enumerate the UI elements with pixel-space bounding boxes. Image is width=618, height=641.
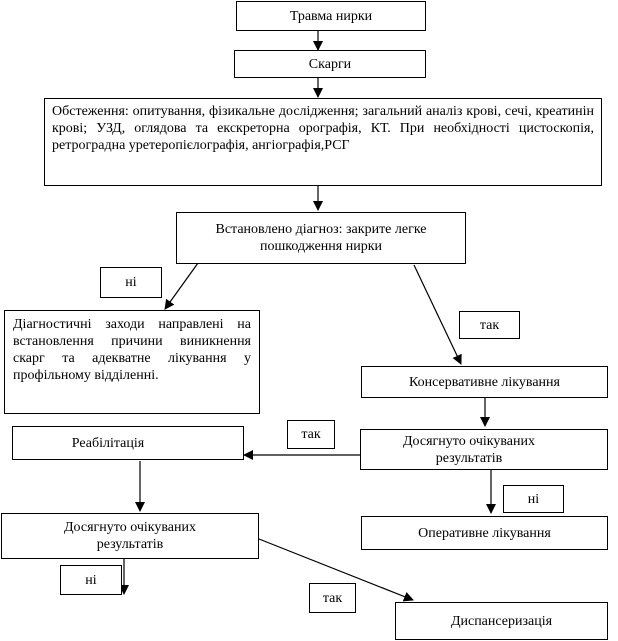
label-no-operative: ні bbox=[503, 485, 564, 513]
node-diag-measures: Діагностичні заходи направлені на встано… bbox=[4, 310, 260, 414]
node-conservative-text: Консервативне лікування bbox=[409, 374, 560, 390]
label-yes-conservative: так bbox=[459, 311, 520, 339]
node-trauma: Травма нирки bbox=[236, 1, 426, 31]
label-no-measures: ні bbox=[100, 267, 162, 298]
node-achieved-2: Досягнуто очікуваних результатів bbox=[1, 513, 259, 559]
node-achieved-1: Досягнуто очікуваних результатів bbox=[360, 429, 608, 470]
node-diagnosis-text: Встановлено діагноз: закрите легке пошко… bbox=[215, 222, 427, 254]
node-diagnosis: Встановлено діагноз: закрите легке пошко… bbox=[176, 212, 466, 264]
label-yes-dispensary: так bbox=[309, 583, 356, 613]
node-operative: Оперативне лікування bbox=[361, 516, 608, 550]
label-yes-rehab: так bbox=[287, 420, 335, 449]
node-complaints-text: Скарги bbox=[308, 56, 352, 72]
arrow-diagnosis-to-conservative bbox=[413, 264, 462, 365]
node-rehab-text: Реабілітація bbox=[71, 435, 145, 451]
node-diag-measures-text: Діагностичні заходи направлені на встано… bbox=[13, 317, 251, 383]
node-trauma-text: Травма нирки bbox=[289, 8, 373, 24]
node-dispensary-text: Диспансеризація bbox=[450, 613, 553, 629]
node-complaints: Скарги bbox=[234, 50, 426, 78]
node-exam: Обстеження: опитування, фізикальне дослі… bbox=[44, 98, 602, 186]
node-rehab: Реабілітація bbox=[12, 426, 244, 460]
node-operative-text: Оперативне лікування bbox=[418, 525, 551, 541]
node-conservative: Консервативне лікування bbox=[361, 366, 608, 398]
node-achieved-1-text: Досягнуто очікуваних результатів bbox=[402, 433, 535, 466]
arrow-diagnosis-to-measures bbox=[164, 262, 199, 310]
label-no-end: ні bbox=[60, 565, 122, 595]
node-exam-text: Обстеження: опитування, фізикальне дослі… bbox=[52, 104, 594, 153]
node-achieved-2-text: Досягнуто очікуваних результатів bbox=[63, 520, 196, 552]
node-dispensary: Диспансеризація bbox=[395, 602, 608, 640]
